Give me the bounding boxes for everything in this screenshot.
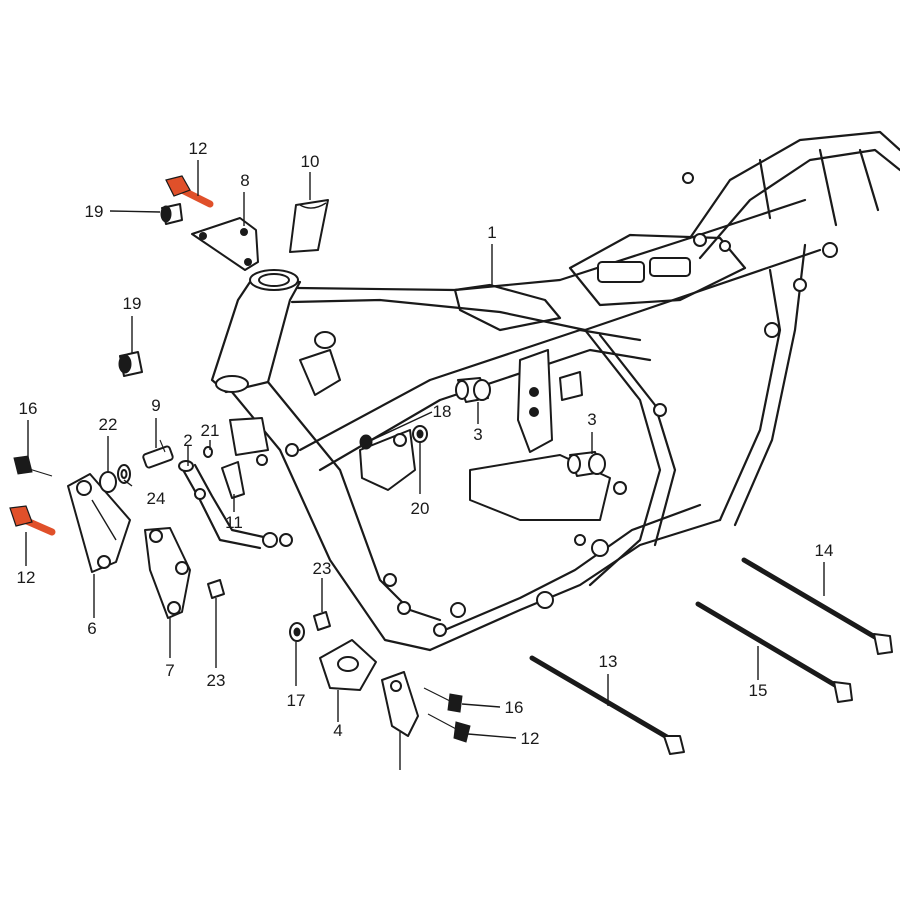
cross-tube <box>298 328 642 452</box>
callout-17: 17 <box>287 691 306 710</box>
bolt-16-left <box>13 455 53 477</box>
bottom-cradle <box>428 518 722 652</box>
bolt-12-highlighted-left <box>9 505 56 536</box>
callout-12: 12 <box>17 568 36 587</box>
nut-23-left <box>207 579 225 599</box>
clip-11 <box>221 461 245 499</box>
collar-3-upper <box>455 377 491 403</box>
long-bolt-15 <box>695 601 853 703</box>
backbone <box>453 283 562 332</box>
callout-19: 19 <box>123 294 142 313</box>
callout-2: 2 <box>183 431 192 450</box>
callout-10: 10 <box>301 152 320 171</box>
callout-20: 20 <box>411 499 430 518</box>
callout-16: 16 <box>19 399 38 418</box>
bracket-lower <box>381 671 419 770</box>
nut-21 <box>203 446 213 458</box>
callout-18: 18 <box>433 402 452 421</box>
bracket-8 <box>191 217 259 271</box>
rear-rail-lower <box>698 148 900 260</box>
callout-14: 14 <box>815 541 834 560</box>
callout-9: 9 <box>151 396 160 415</box>
callout-1: 1 <box>487 223 496 242</box>
bolt-20 <box>412 425 428 443</box>
callout-4: 4 <box>333 721 342 740</box>
callout-3: 3 <box>587 410 596 429</box>
callout-23: 23 <box>313 559 332 578</box>
bolt-12-highlighted-top <box>165 175 214 208</box>
callout-6: 6 <box>87 619 96 638</box>
callout-12: 12 <box>189 139 208 158</box>
callout-22: 22 <box>99 415 118 434</box>
callout-15: 15 <box>749 681 768 700</box>
callout-numbers: 12 19 8 10 1 19 9 16 22 2 21 18 3 3 24 1… <box>17 139 834 748</box>
nut-23-right <box>313 611 331 631</box>
top-tube-right <box>290 248 822 332</box>
callout-24: 24 <box>147 489 166 508</box>
seat-tray <box>568 233 747 307</box>
callout-11: 11 <box>225 513 243 532</box>
callout-12: 12 <box>521 729 540 748</box>
nut-22 <box>99 471 117 493</box>
bolt-12-lower <box>427 713 471 743</box>
washer-24 <box>117 464 131 484</box>
bracket-7 <box>144 527 191 619</box>
steering-head <box>210 280 302 394</box>
callout-8: 8 <box>240 171 249 190</box>
rear-rail-upper <box>688 130 900 240</box>
callout-3: 3 <box>473 425 482 444</box>
callout-23: 23 <box>207 671 226 690</box>
collar-3-lower <box>567 451 606 477</box>
hanger-pipe-2 <box>178 460 293 550</box>
callout-13: 13 <box>599 652 618 671</box>
long-bolt-13 <box>529 655 685 755</box>
leader-lines <box>25 160 825 739</box>
callout-19: 19 <box>85 202 104 221</box>
callout-21: 21 <box>201 421 220 440</box>
plug-19a <box>160 203 183 225</box>
long-bolt-14 <box>741 557 893 655</box>
callout-7: 7 <box>165 661 174 680</box>
bolt-18 <box>359 434 373 450</box>
washer-17 <box>289 622 305 642</box>
callout-16: 16 <box>505 698 524 717</box>
plug-19b <box>118 351 143 377</box>
main-frame <box>210 130 900 652</box>
bolt-16-lower <box>423 687 463 713</box>
bracket-6 <box>67 473 131 573</box>
stud-9 <box>142 439 174 469</box>
pivot-plate <box>517 349 553 453</box>
plate-4 <box>319 639 377 691</box>
tube-cover-10 <box>289 199 329 253</box>
